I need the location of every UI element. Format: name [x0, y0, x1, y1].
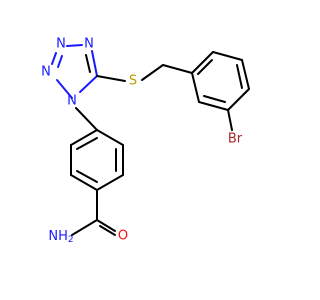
bond-c5-s	[96, 75, 126, 82]
atom-n4: N	[84, 37, 94, 52]
bond-ring2-c3-c4	[227, 88, 250, 111]
bond-ring1-f-inner	[76, 137, 98, 150]
bond-n3-n4	[66, 44, 83, 47]
bond-n1-n2	[56, 79, 73, 99]
atom-amide-nh2: NH2	[48, 229, 73, 246]
bond-ring1-c	[96, 174, 124, 191]
atom-bromine: Br	[228, 132, 243, 147]
bond-n2-n3-double	[57, 55, 63, 68]
atom-n2: N	[41, 65, 51, 80]
bond-c-o	[96, 219, 116, 232]
bond-ring1-a	[96, 129, 124, 146]
bond-c-nh2	[71, 219, 98, 236]
molecule-structure: N N N N S Br O NH2	[41, 37, 250, 246]
bond-n4-c5-double	[85, 54, 91, 73]
bond-ring2-c2-c3-inner	[203, 95, 226, 103]
atom-sulfur: S	[129, 74, 137, 89]
bond-ring1-f	[70, 129, 98, 146]
bond-c5-n1	[79, 75, 98, 93]
bond-ring2-c1-c2	[191, 72, 200, 103]
atom-labels: N N N N S Br O NH2	[41, 37, 243, 246]
atom-oxygen: O	[118, 229, 128, 244]
bond-ring2-c4-c5	[241, 59, 250, 90]
atom-n1: N	[67, 94, 77, 109]
bonds	[51, 44, 250, 236]
bond-ring1-d-inner	[76, 170, 98, 183]
atom-n3: N	[56, 37, 66, 52]
bond-c3-br	[227, 109, 233, 131]
bond-n4-c5	[91, 50, 98, 77]
bond-ch2-ring	[162, 64, 193, 74]
bond-n1-ring	[75, 107, 98, 131]
bond-ring2-c4-c5-inner	[236, 64, 243, 89]
bond-ring2-c5-c6	[212, 51, 243, 61]
bond-c-o-double	[99, 225, 116, 236]
bond-ring2-c6-c1-inner	[197, 59, 213, 75]
bond-s-ch2	[141, 64, 164, 81]
bond-ring1-d	[70, 174, 98, 191]
bond-ring2-c6-c1	[191, 51, 214, 74]
bond-n2-n3	[51, 52, 57, 65]
bond-ring2-c2-c3	[198, 101, 229, 111]
